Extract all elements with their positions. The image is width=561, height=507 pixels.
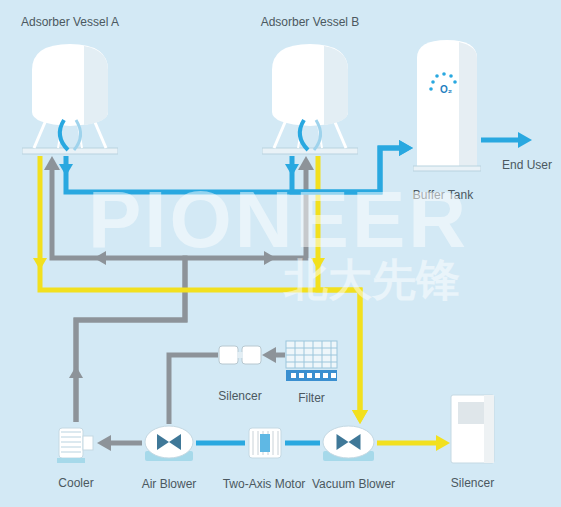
adsorber-vessel: Adsorber Vessel A bbox=[22, 40, 118, 156]
outlet-pipe bbox=[481, 138, 520, 143]
filter-icon bbox=[285, 340, 338, 382]
vessel-icon bbox=[262, 40, 358, 156]
silencer: Silencer bbox=[450, 394, 495, 464]
adsorber-vessel: Adsorber Vessel B bbox=[262, 40, 358, 156]
process-pipe bbox=[272, 353, 285, 358]
flow-arrow bbox=[59, 164, 73, 176]
cooler-icon bbox=[55, 422, 97, 464]
process-pipe bbox=[196, 441, 245, 446]
filter: Filter bbox=[285, 340, 338, 382]
flow-arrow bbox=[69, 366, 83, 378]
watermark: PIONEER bbox=[88, 176, 469, 264]
cooler: Cooler bbox=[55, 422, 97, 464]
watermark: 北大先锋 bbox=[284, 256, 460, 304]
equipment-label: Silencer bbox=[451, 476, 494, 490]
flow-arrow bbox=[33, 258, 47, 270]
equipment-label: Vacuum Blower bbox=[312, 477, 395, 491]
process-pipe bbox=[107, 441, 142, 446]
end-user-label: End User bbox=[502, 159, 552, 172]
vacuum-blower: Vacuum Blower bbox=[320, 424, 377, 462]
flow-arrow bbox=[285, 164, 299, 176]
vessel-icon bbox=[22, 40, 118, 156]
motor: Two-Axis Motor bbox=[245, 424, 285, 462]
silencer: Silencer bbox=[218, 343, 262, 367]
blower-icon bbox=[320, 424, 377, 462]
silencerBig-icon bbox=[450, 394, 495, 464]
air-blower: Air Blower bbox=[142, 424, 196, 462]
equipment-label: Adsorber Vessel B bbox=[261, 15, 360, 29]
blower-icon bbox=[142, 424, 196, 462]
equipment-label: Adsorber Vessel A bbox=[21, 15, 119, 29]
motor-icon bbox=[245, 424, 285, 462]
process-pipe bbox=[169, 355, 218, 424]
equipment-label: Filter bbox=[298, 391, 325, 405]
tank-icon bbox=[413, 38, 481, 172]
silencerSmall-icon bbox=[218, 343, 262, 367]
equipment-label: Cooler bbox=[58, 476, 93, 490]
equipment-label: Two-Axis Motor bbox=[223, 477, 306, 491]
outlet-arrow bbox=[518, 132, 532, 148]
buffer-tank: Buffer Tank bbox=[413, 38, 481, 172]
equipment-label: Air Blower bbox=[142, 477, 197, 491]
process-pipe bbox=[285, 441, 320, 446]
oxygen-symbol: O₂ bbox=[440, 84, 452, 95]
process-pipe bbox=[377, 441, 440, 446]
equipment-label: Silencer bbox=[218, 389, 261, 403]
